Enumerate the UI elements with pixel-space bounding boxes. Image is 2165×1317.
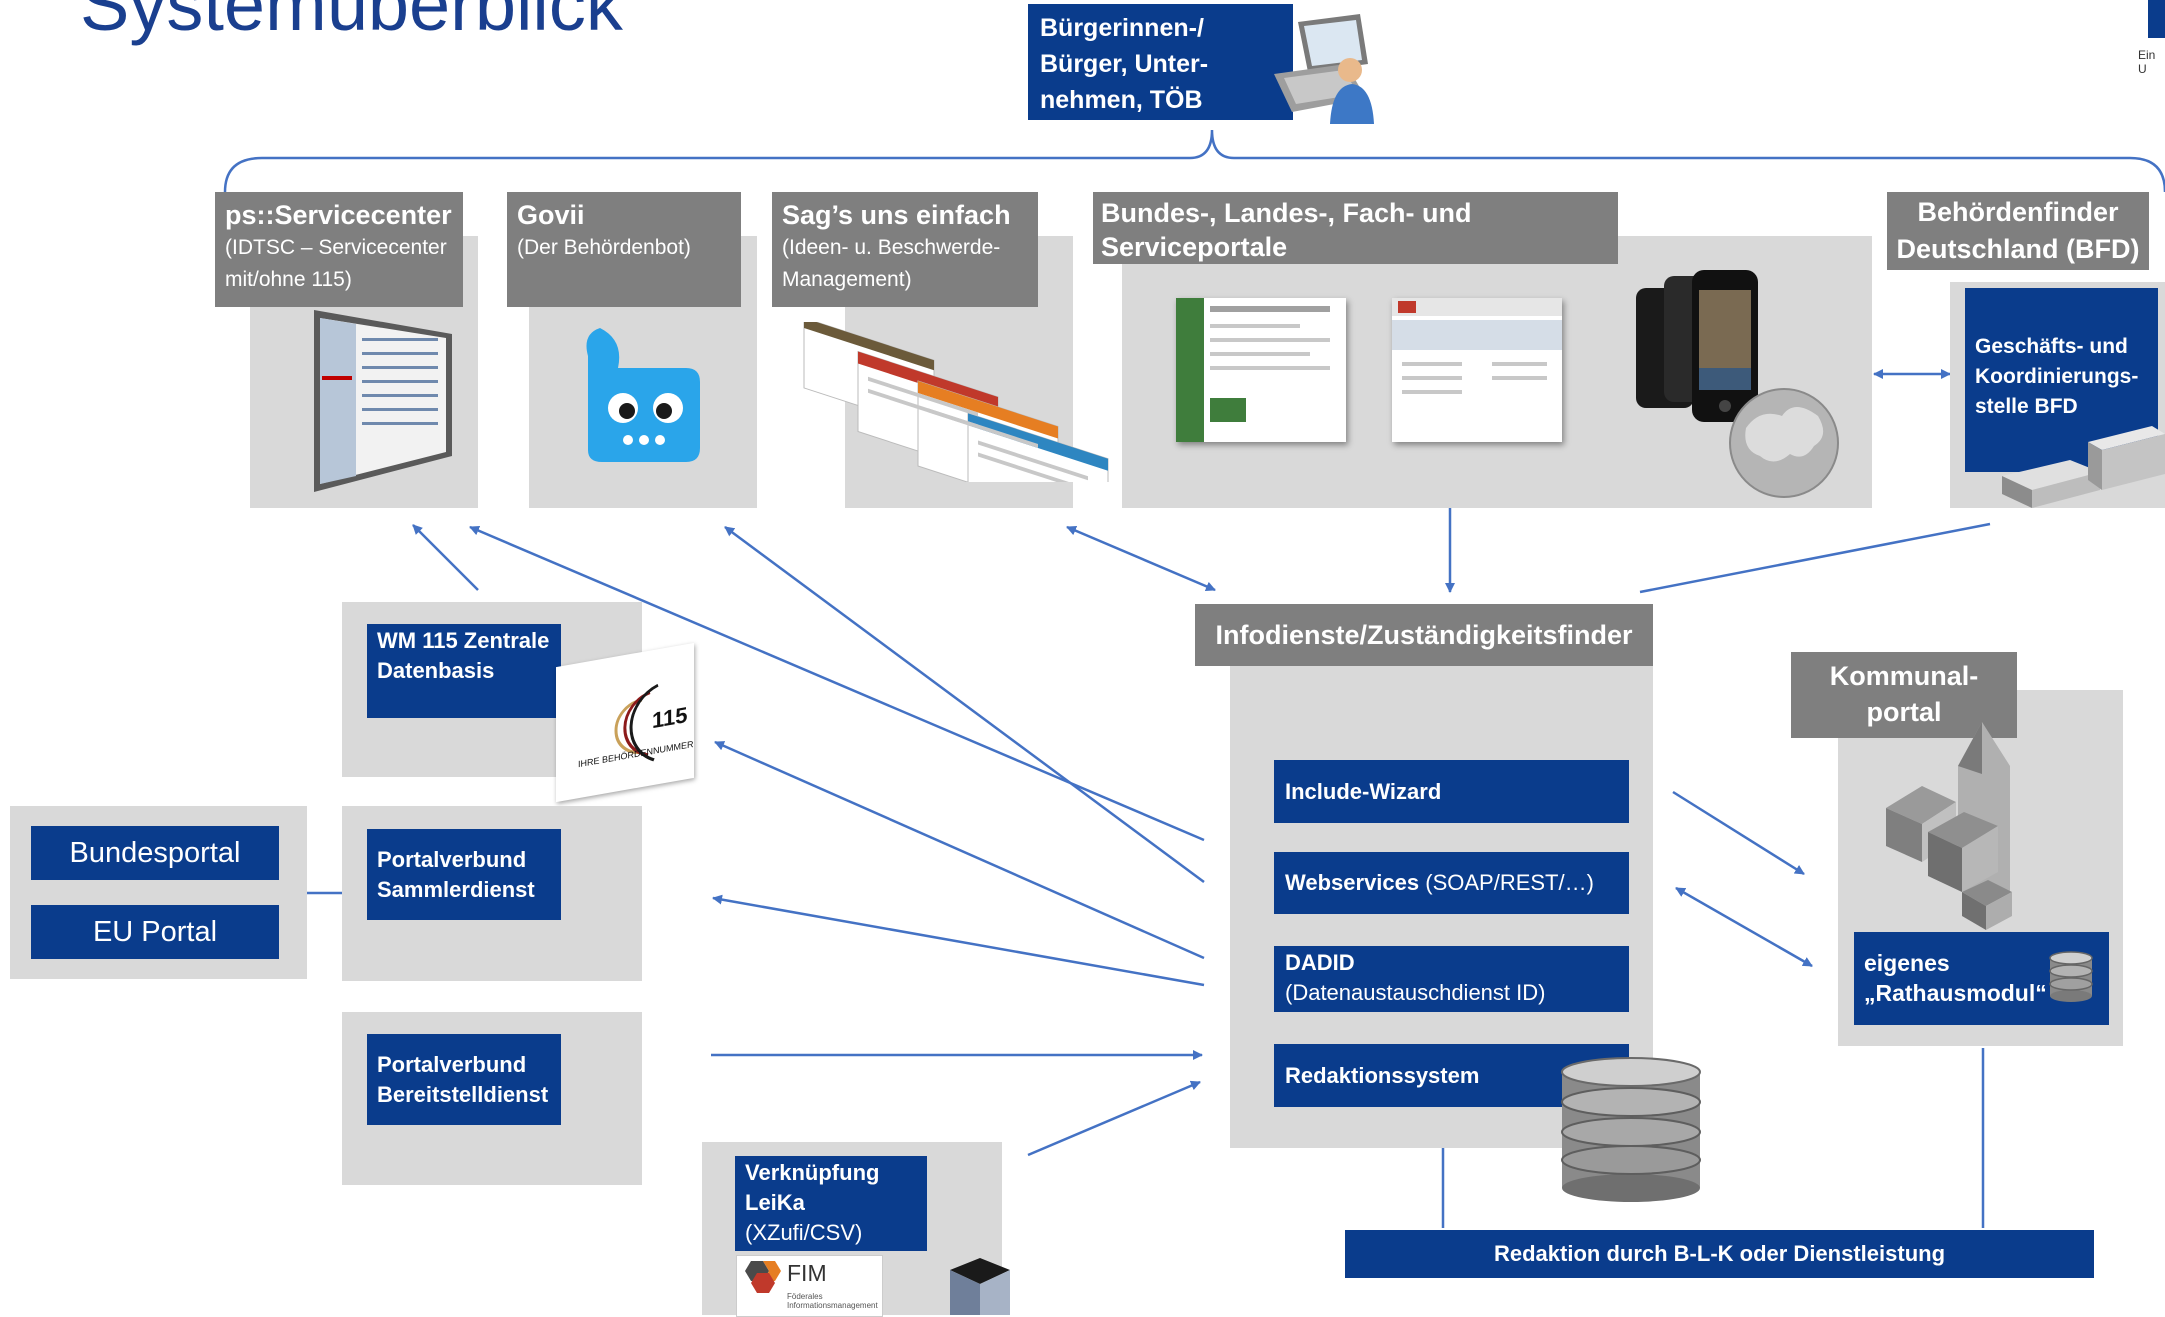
bundes-header: Bundes-, Landes-, Fach- und Serviceporta… [1093,192,1618,264]
database-icon [1561,1057,1701,1202]
sagsuns-header: Sag’s uns einfach (Ideen- u. Beschwerde-… [772,192,1038,307]
bfd-header: Behördenfinder Deutschland (BFD) [1887,192,2149,270]
corner-logo [2148,0,2165,38]
infodienste-header: Infodienste/Zuständigkeitsfinder [1195,604,1653,666]
smartphones-globe-icon [1636,270,1839,498]
leika-box: Verknüpfung LeiKa (XZufi/CSV) [735,1156,927,1251]
fim-hexagon-icon [745,1261,781,1293]
bundesportal-box: Bundesportal [31,826,279,880]
townhall-buildings-icon [1886,722,2012,930]
portal-screenshot-1 [1176,298,1346,442]
include-wizard-box: Include-Wizard [1274,760,1629,823]
laptop-user-icon [1274,14,1374,124]
bereitstelldienst-box: Portalverbund Bereitstelldienst [367,1034,561,1125]
redaktion-bar: Redaktion durch B-L-K oder Dienstleistun… [1345,1230,2094,1278]
sagsuns-screens-icon [803,322,1109,482]
govii-header: Govii (Der Behördenbot) [507,192,741,307]
fim-subtext: Föderales Informationsmanagement [787,1292,878,1310]
webservices-box: Webservices (SOAP/REST/…) [1274,852,1629,914]
behoerdennummer-logo: 115 IHRE BEHÖRDENNUMMER [556,642,694,803]
network-blocks-icon [2002,426,2165,508]
servicecenter-header: ps::Servicecenter (IDTSC – Servicecenter… [215,192,463,307]
kommunal-header: Kommunal- portal [1791,652,2017,738]
sammlerdienst-box: Portalverbund Sammlerdienst [367,829,561,920]
cube-icon [950,1258,1010,1315]
chatbot-face-icon [586,328,700,462]
wm115-box: WM 115 Zentrale Datenbasis [367,624,561,718]
small-database-icon [2049,951,2093,1002]
portal-screenshot-2 [1392,298,1562,442]
euportal-box: EU Portal [31,905,279,959]
corner-text: Ein U [2138,48,2156,76]
dadid-box: DADID (Datenaustauschdienst ID) [1274,946,1629,1012]
fim-label: FIM [787,1260,827,1286]
page-title: Systemüberblick [80,0,623,46]
citizens-box: Bürgerinnen-/ Bürger, Unter- nehmen, TÖB [1028,4,1293,120]
fim-logo: FIM Föderales Informationsmanagement [736,1255,883,1317]
servicecenter-screenshot-icon [314,310,452,492]
